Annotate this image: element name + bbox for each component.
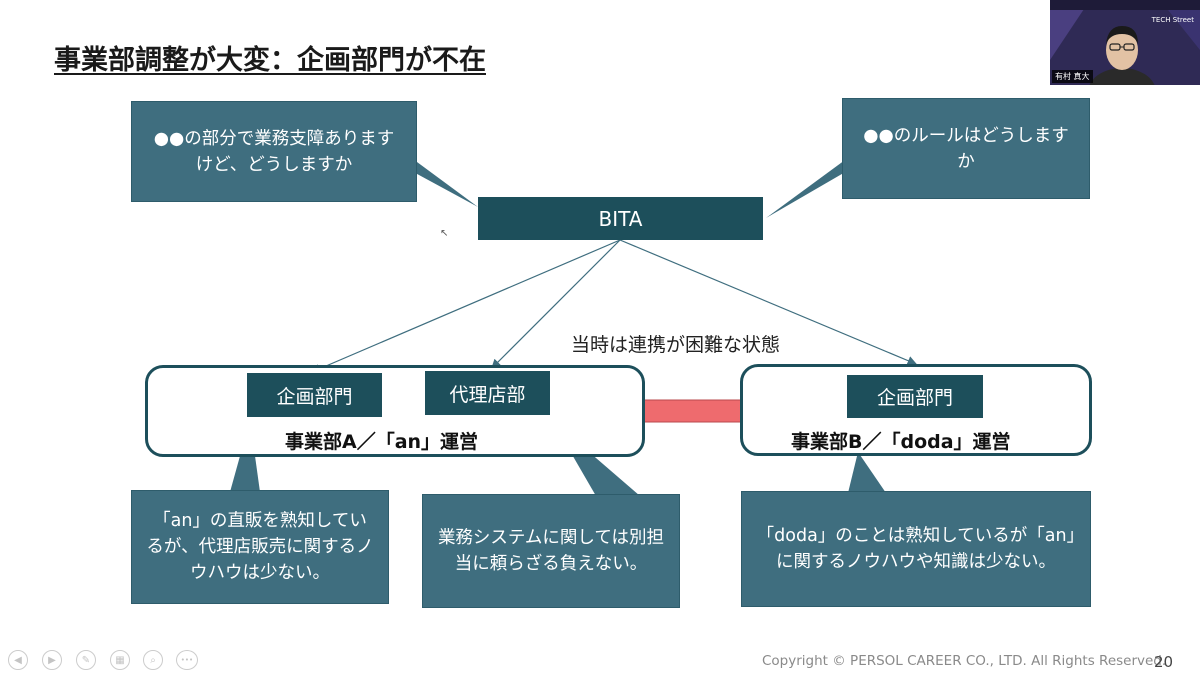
- dept-a-planning-box: 企画部門: [247, 373, 382, 417]
- callout-bottom-2: 業務システムに関しては別担当に頼らざる負えない。: [422, 494, 680, 608]
- page-number: 20: [1154, 653, 1174, 671]
- dept-a-agency-box: 代理店部: [425, 371, 550, 415]
- callout-top-left: ●●の部分で業務支障ありますけど、どうしますか: [131, 101, 417, 202]
- slide-title: 事業部調整が大変：企画部門が不在: [54, 45, 486, 76]
- webcam-brand: TECH Street: [1151, 16, 1194, 24]
- webcam-overlay: TECH Street 有村 真大: [1050, 0, 1200, 85]
- callout-bottom-1: 「an」の直販を熟知しているが、代理店販売に関するノウハウは少ない。: [131, 490, 389, 604]
- zoom-icon[interactable]: ⌕: [143, 650, 163, 670]
- prev-icon[interactable]: ◀: [8, 650, 28, 670]
- callout-top-right: ●●のルールはどうしますか: [842, 98, 1090, 199]
- mouse-cursor-icon: ↖: [440, 228, 449, 239]
- dept-a-label: 事業部A／「an」運営: [285, 431, 479, 453]
- dept-b-label: 事業部B／「doda」運営: [791, 431, 1011, 453]
- next-icon[interactable]: ▶: [42, 650, 62, 670]
- connector-to-dept-a-agency: [491, 239, 621, 369]
- status-note: 当時は連携が困難な状態: [571, 334, 781, 356]
- bita-box: BITA: [478, 197, 763, 240]
- speaker-name: 有村 真大: [1052, 70, 1093, 83]
- dept-b-planning-box: 企画部門: [847, 375, 983, 418]
- connector-to-dept-a-planning: [310, 239, 621, 374]
- callout-tail-top-right: [766, 160, 866, 218]
- slides-icon[interactable]: ▦: [110, 650, 130, 670]
- callout-tail-bottom-3: [848, 452, 886, 493]
- pen-icon[interactable]: ✎: [76, 650, 96, 670]
- copyright-text: Copyright © PERSOL CAREER CO., LTD. All …: [762, 653, 1167, 669]
- connector-to-dept-b: [619, 239, 918, 366]
- webcam-video: [1050, 0, 1200, 85]
- more-icon[interactable]: •••: [176, 650, 198, 670]
- dept-a-container: [145, 365, 645, 457]
- callout-bottom-3: 「doda」のことは熟知しているが「an」に関するノウハウや知識は少ない。: [741, 491, 1091, 607]
